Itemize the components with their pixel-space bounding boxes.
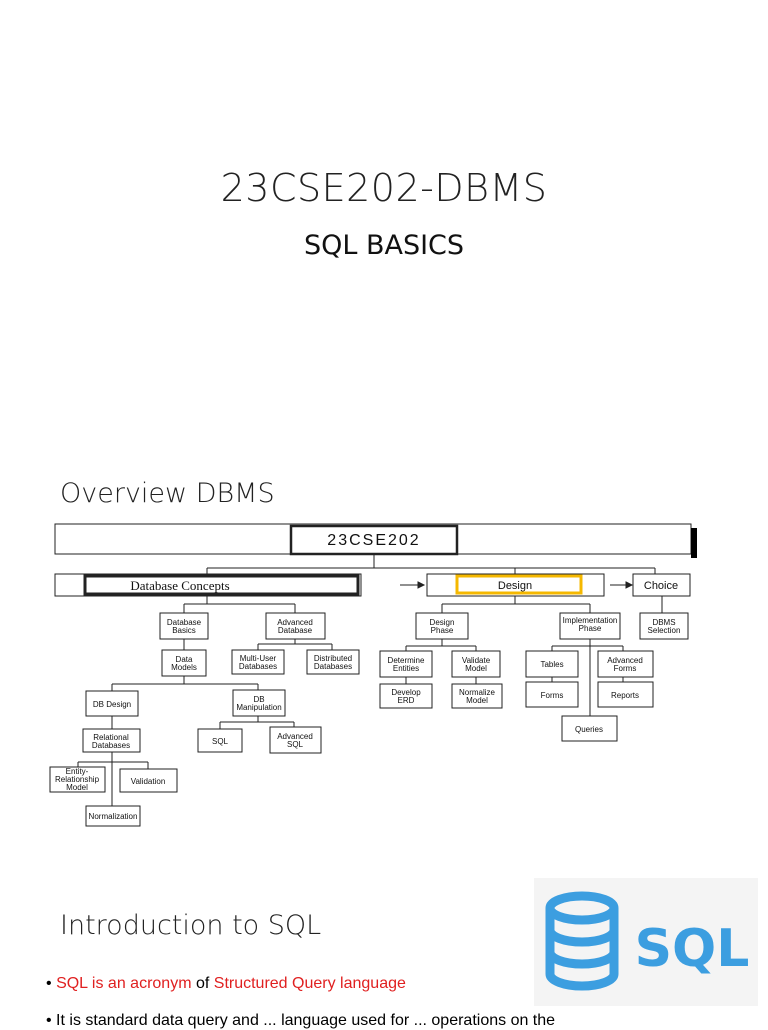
overview-heading: Overview DBMS <box>60 478 275 509</box>
label-reports: Reports <box>611 691 639 700</box>
node-develop-erd <box>379 683 433 709</box>
slide-subtitle: SQL BASICS <box>303 230 465 261</box>
level1-concepts-label: Database Concepts <box>130 578 229 593</box>
node-multi-user-databases <box>231 649 285 675</box>
label-queries: Queries <box>575 725 603 734</box>
level1-choice-label: Choice <box>644 580 678 592</box>
sql-logo: SQL <box>534 878 758 1006</box>
node-validation <box>119 768 178 793</box>
bullet-sql-standard: • It is standard data query and ... lang… <box>46 1012 556 1029</box>
node-sql <box>197 728 243 753</box>
label-tables: Tables <box>540 660 563 669</box>
node-design-phase <box>415 612 469 640</box>
node-db-design <box>85 690 139 717</box>
label-normalization: Normalization <box>89 812 138 821</box>
dbms-overview-diagram: 23CSE202 Database Concepts Design Choice… <box>49 523 697 827</box>
node-implementation-phase <box>559 612 621 640</box>
node-queries <box>561 715 618 742</box>
sql-logo-text: SQL <box>635 919 750 979</box>
database-icon: SQL <box>545 891 750 991</box>
bullet-marker: • <box>46 975 52 992</box>
node-data-models <box>161 649 207 677</box>
intro-heading: Introduction to SQL <box>60 910 322 941</box>
node-advanced-sql <box>269 726 322 754</box>
node-advanced-forms <box>597 650 654 678</box>
bullet-sql-acronym: • SQL is an acronym of Structured Query … <box>46 975 406 993</box>
label-db-design: DB Design <box>93 700 131 709</box>
label-forms: Forms <box>541 691 564 700</box>
node-forms <box>525 681 579 708</box>
node-tables <box>525 650 579 678</box>
bullet-text-red-2: Structured Query language <box>213 975 406 992</box>
bullet-text-red-1: SQL is an acronym <box>56 975 192 992</box>
node-relational-databases <box>82 728 141 753</box>
node-normalization <box>85 805 141 827</box>
node-advanced-database <box>265 612 326 640</box>
root-label: 23CSE202 <box>327 532 420 549</box>
node-normalize-model <box>451 683 503 709</box>
node-database-basics <box>159 612 209 640</box>
label-sql: SQL <box>212 737 229 746</box>
node-validate-model <box>451 650 501 678</box>
node-reports <box>597 681 654 708</box>
slide-title: 23CSE202-DBMS <box>220 166 548 210</box>
node-db-manipulation <box>232 689 286 717</box>
bullet-text-mid: of <box>191 975 214 992</box>
node-dbms-selection <box>639 612 689 640</box>
node-distributed-databases <box>306 649 360 675</box>
level1-design-label: Design <box>498 580 532 592</box>
label-validation: Validation <box>131 777 166 786</box>
node-er-model <box>49 766 106 793</box>
node-determine-entities <box>379 650 433 678</box>
